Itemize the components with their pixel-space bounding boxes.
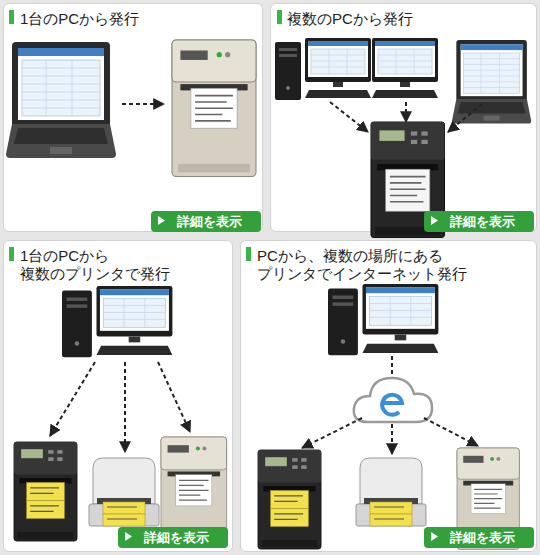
- title-bullet: [9, 247, 14, 261]
- laptop-pc: [452, 40, 531, 124]
- panel-title: 1台のPCから 複数のプリンタで発行: [20, 247, 220, 283]
- label-printer: [172, 40, 256, 177]
- label-printer: [258, 450, 321, 549]
- button-label: 詳細を表示: [118, 527, 228, 548]
- detail-button: 詳細を表示: [424, 211, 534, 232]
- button-label: 詳細を表示: [424, 211, 534, 232]
- button-label: 詳細を表示: [151, 211, 261, 232]
- laptop-pc: [6, 42, 116, 158]
- label-printer: [356, 458, 426, 526]
- title-bullet: [9, 10, 14, 24]
- detail-button: 詳細を表示: [151, 211, 261, 232]
- label-printer: [14, 442, 77, 541]
- title-bullet: [246, 247, 251, 261]
- panel-title: PCから、複数の場所にある プリンタでインターネット発行: [257, 247, 519, 283]
- panel-title: 複数のPCから発行: [287, 10, 527, 28]
- detail-button: 詳細を表示: [424, 527, 534, 548]
- panel-title: 1台のPCから発行: [20, 10, 260, 28]
- desktop-pc: [328, 284, 438, 355]
- desktop-pc: [62, 286, 172, 357]
- label-printer: [89, 458, 159, 526]
- title-bullet: [277, 10, 282, 24]
- dashed-arrow: [405, 102, 407, 122]
- button-label: 詳細を表示: [424, 527, 534, 548]
- detail-button: 詳細を表示: [118, 527, 228, 548]
- desktop-pc: [275, 38, 371, 100]
